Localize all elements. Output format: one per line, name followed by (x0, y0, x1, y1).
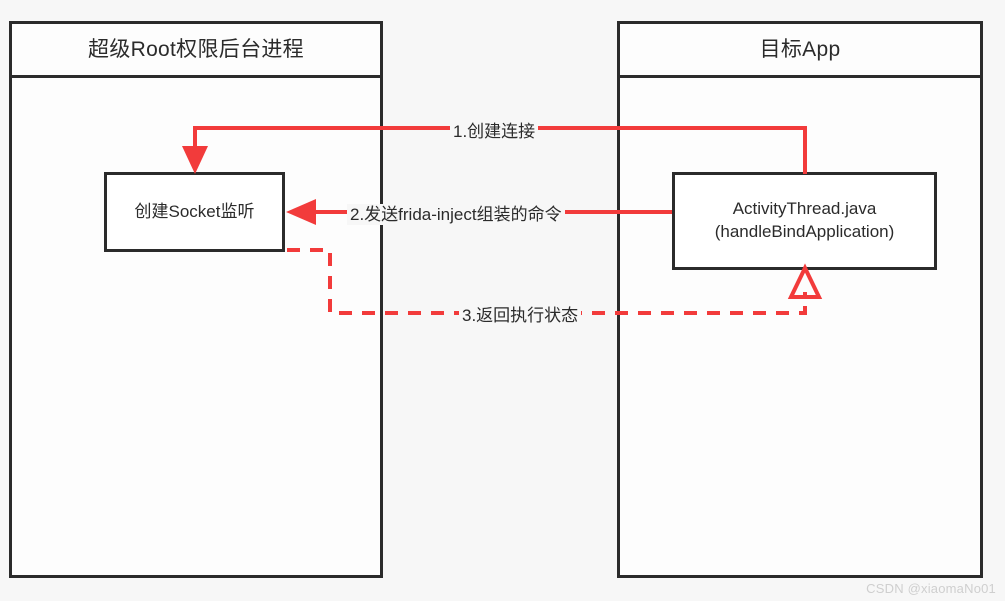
message-label-3: 3.返回执行状态 (459, 305, 582, 326)
message-label-1: 1.创建连接 (450, 121, 539, 142)
lifeline-left-header: 超级Root权限后台进程 (12, 24, 380, 78)
action-box-create-socket-label: 创建Socket监听 (134, 201, 255, 221)
watermark: CSDN @xiaomaNo01 (866, 581, 996, 596)
action-box-activitythread-label: ActivityThread.java (handleBindApplicati… (714, 199, 895, 241)
action-box-create-socket: 创建Socket监听 (104, 172, 285, 252)
lifeline-left-title: 超级Root权限后台进程 (88, 38, 304, 61)
message-label-2: 2.发送frida-inject组装的命令 (347, 204, 565, 225)
lifeline-left: 超级Root权限后台进程 (9, 21, 383, 578)
action-box-activitythread: ActivityThread.java (handleBindApplicati… (672, 172, 937, 270)
lifeline-right: 目标App (617, 21, 983, 578)
lifeline-right-title: 目标App (759, 38, 841, 61)
lifeline-right-header: 目标App (620, 24, 980, 78)
